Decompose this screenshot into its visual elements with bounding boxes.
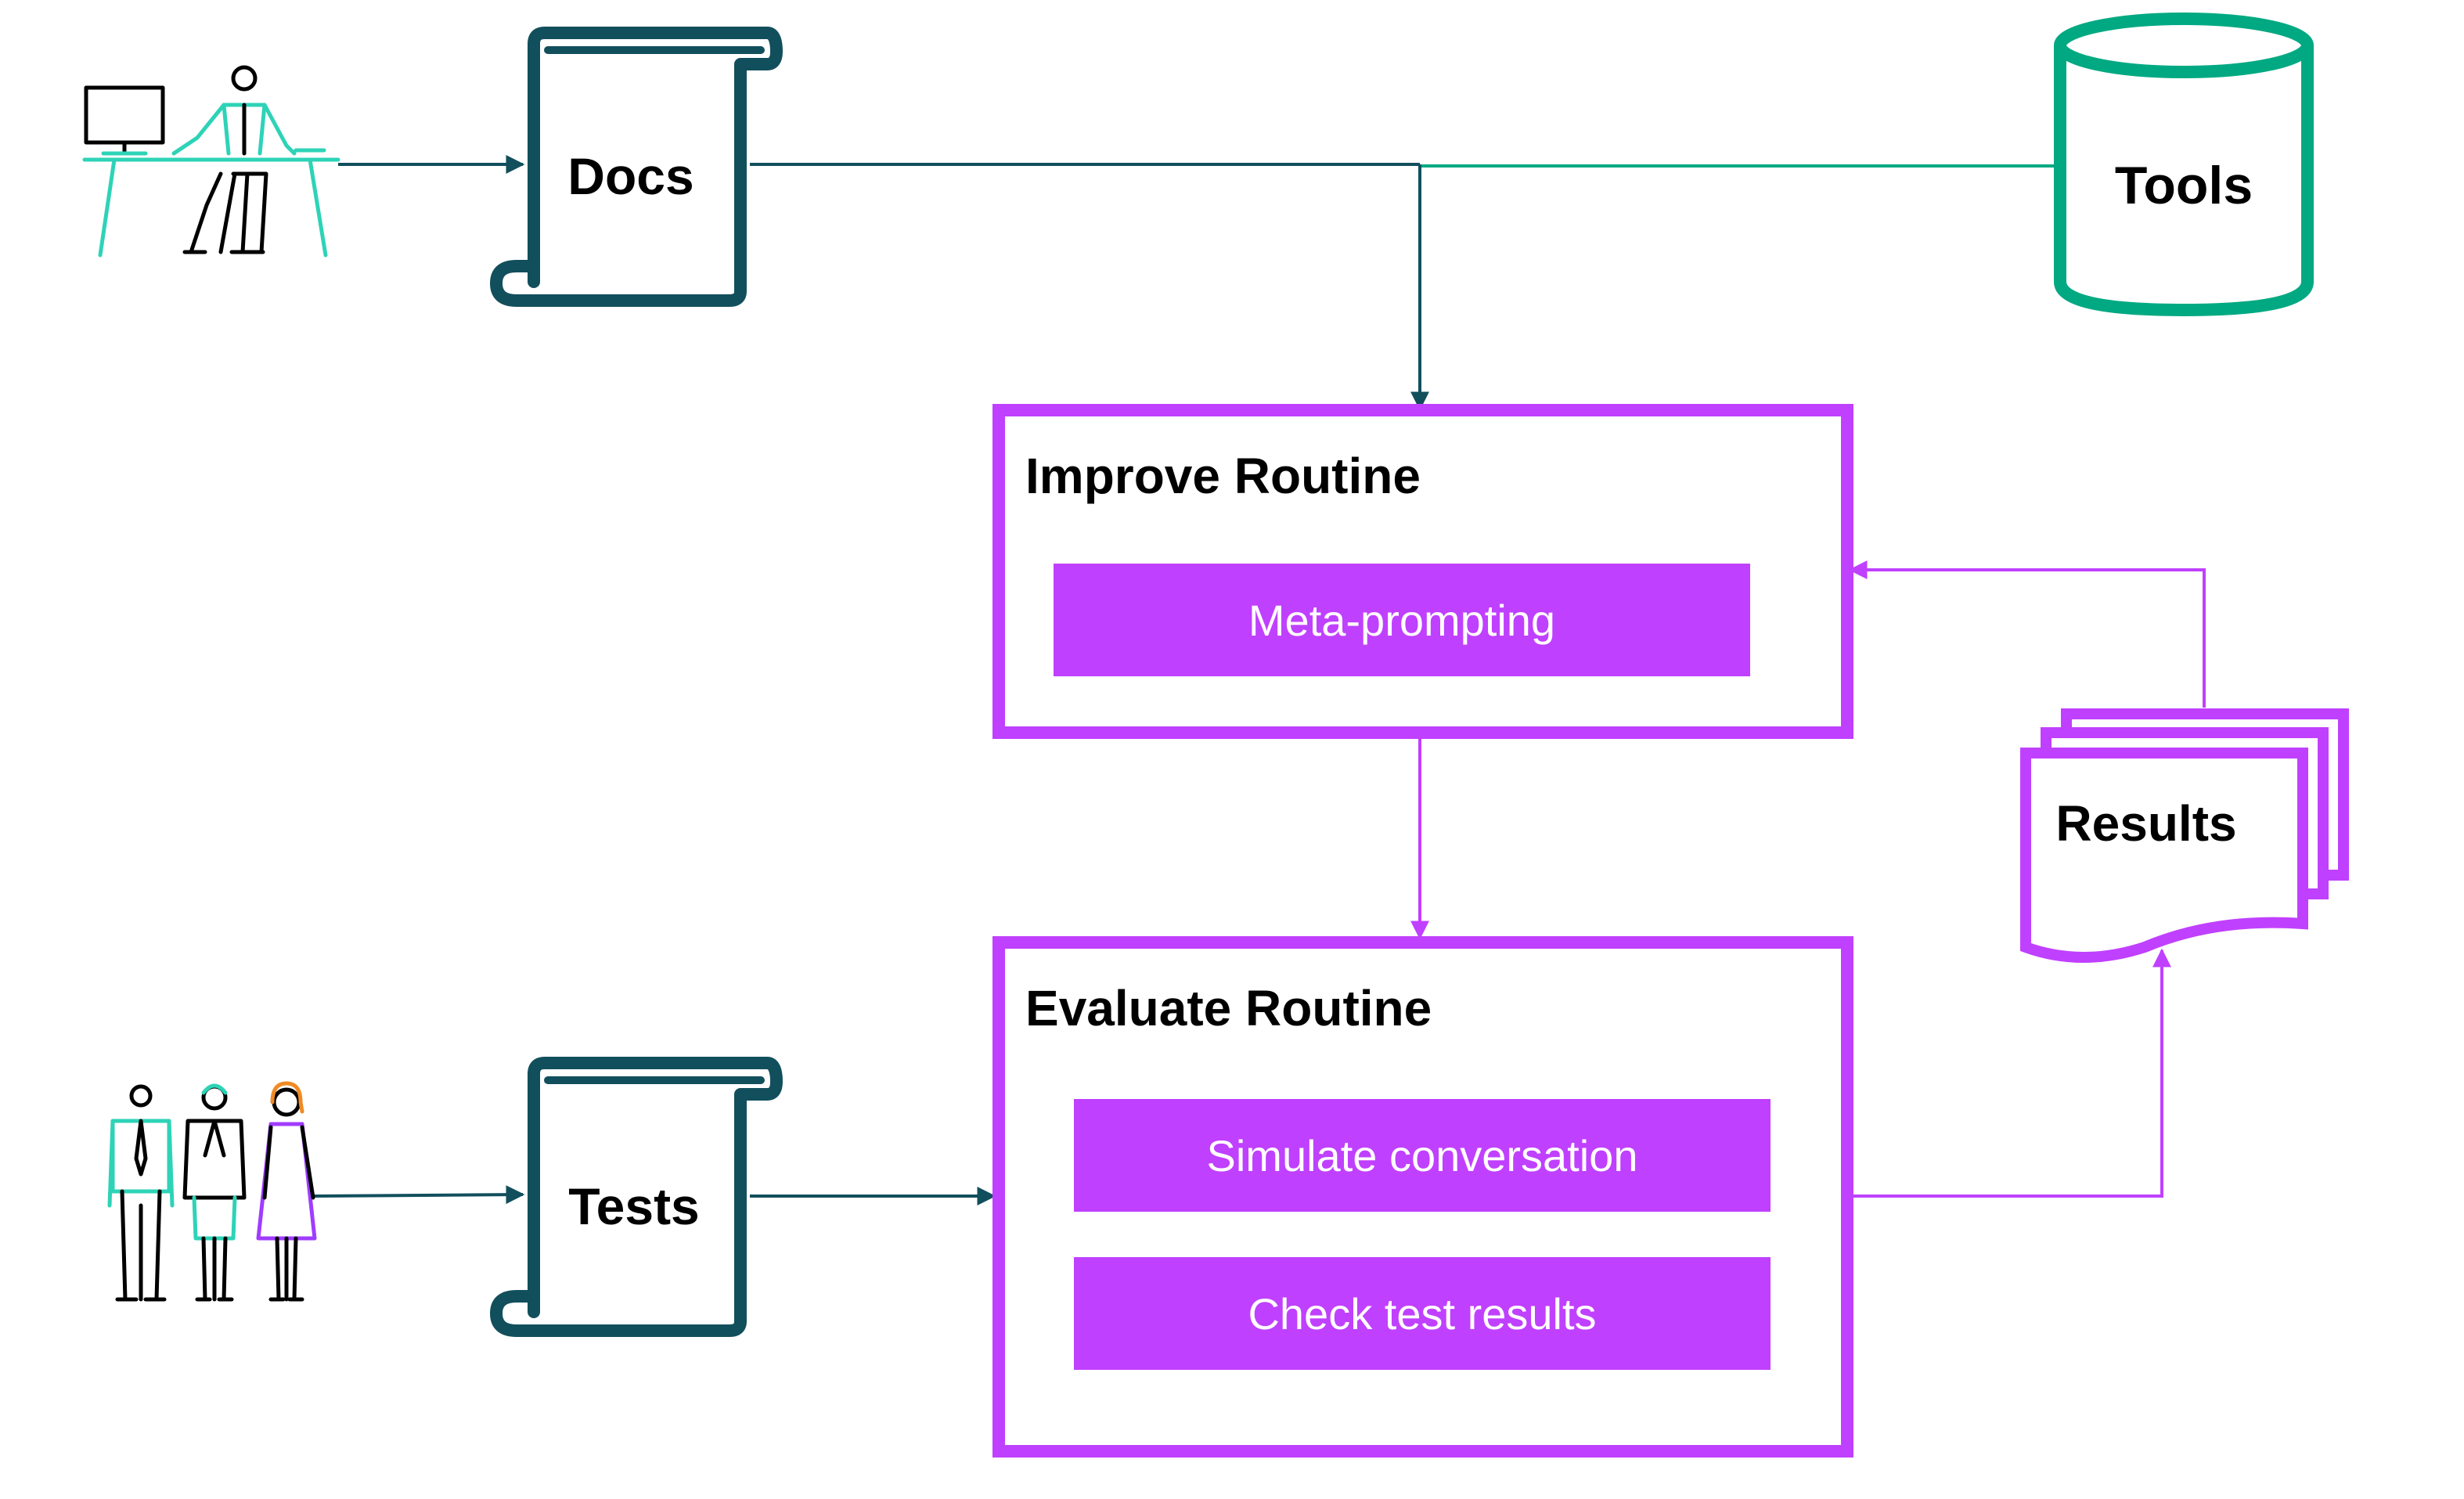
person-woman-suit-icon (182, 1083, 247, 1302)
person-man-icon (107, 1084, 175, 1302)
step-simulate-conversation: Simulate conversation (1074, 1099, 1771, 1212)
scroll-document-icon (490, 27, 783, 307)
tools-label: Tools (2115, 156, 2253, 215)
testers-to-tests-arrow (314, 1185, 525, 1205)
improve-routine-box: Improve Routine Meta-prompting (992, 404, 1853, 739)
evaluate-routine-title: Evaluate Routine (1025, 980, 1432, 1036)
results-to-improve-arrow (1848, 560, 2206, 708)
tests-label: Tests (568, 1177, 700, 1235)
step-label: Simulate conversation (1207, 1131, 1638, 1180)
tools-node: Tools (2054, 13, 2314, 317)
step-check-test-results: Check test results (1074, 1257, 1771, 1370)
step-label: Check test results (1248, 1289, 1596, 1339)
stacked-pages-icon (2020, 708, 2349, 963)
developer-at-desk-icon (82, 65, 340, 258)
step-label: Meta-prompting (1248, 596, 1555, 645)
step-meta-prompting: Meta-prompting (1054, 564, 1750, 676)
results-label: Results (2055, 795, 2236, 852)
connectors (314, 155, 2206, 1205)
docs-label: Docs (567, 147, 693, 205)
improve-routine-title: Improve Routine (1025, 448, 1421, 504)
tests-node: Tests (490, 1057, 783, 1337)
group-of-people-icon (107, 1081, 317, 1302)
results-node: Results (2020, 708, 2349, 963)
evaluate-routine-box: Evaluate Routine Simulate conversation C… (992, 936, 1853, 1458)
scroll-document-icon (490, 1057, 783, 1337)
database-cylinder-icon (2054, 13, 2314, 317)
evaluate-to-results-arrow (1849, 948, 2171, 1198)
docs-node: Docs (490, 27, 783, 307)
person-woman-dress-icon (256, 1081, 317, 1302)
